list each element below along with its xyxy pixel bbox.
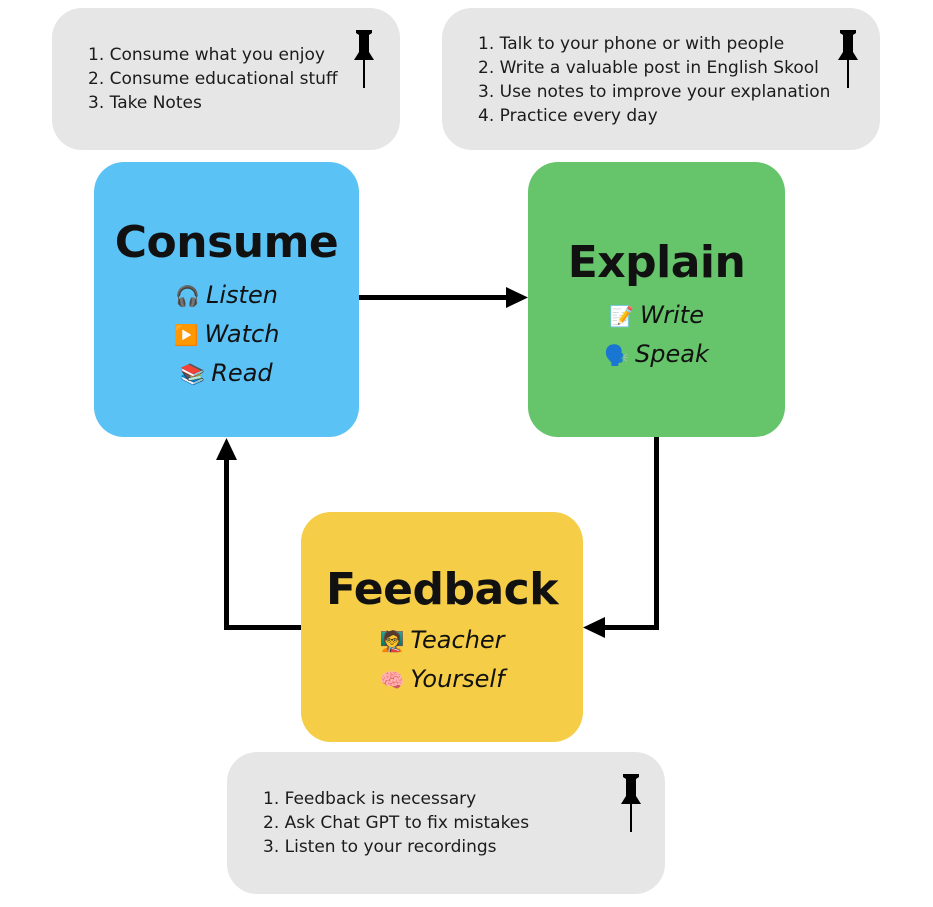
consume-item-watch: ▶️Watch xyxy=(173,320,280,348)
consume-note-item: 3. Take Notes xyxy=(88,93,202,113)
headphones-icon: 🎧 xyxy=(175,284,200,308)
consume-note-item: 2. Consume educational stuff xyxy=(88,69,338,89)
speaking-head-icon: 🗣️ xyxy=(604,343,630,367)
explain-item-write: 📝Write xyxy=(609,301,704,329)
brain-icon: 🧠 xyxy=(379,668,405,692)
books-icon: 📚 xyxy=(180,362,206,386)
explain-note-list: 1. Talk to your phone or with people 2. … xyxy=(478,32,830,128)
feedback-note-item: 1. Feedback is necessary xyxy=(263,789,477,809)
pushpin-icon xyxy=(621,774,641,832)
play-button-icon: ▶️ xyxy=(173,323,199,347)
explain-note: 1. Talk to your phone or with people 2. … xyxy=(442,8,880,150)
feedback-note-list: 1. Feedback is necessary 2. Ask Chat GPT… xyxy=(263,787,529,859)
explain-item-speak: 🗣️Speak xyxy=(604,340,709,368)
feedback-item-teacher: 🧑‍🏫Teacher xyxy=(379,626,505,654)
feedback-box: Feedback 🧑‍🏫Teacher 🧠Yourself xyxy=(301,512,583,742)
memo-icon: 📝 xyxy=(609,304,634,328)
consume-item-listen: 🎧Listen xyxy=(175,281,278,309)
consume-box: Consume 🎧Listen ▶️Watch 📚Read xyxy=(94,162,359,437)
explain-note-item: 1. Talk to your phone or with people xyxy=(478,34,785,54)
pushpin-icon xyxy=(838,30,858,88)
explain-note-item: 3. Use notes to improve your explanation xyxy=(478,82,831,102)
feedback-item-yourself: 🧠Yourself xyxy=(379,665,505,693)
feedback-note-item: 2. Ask Chat GPT to fix mistakes xyxy=(263,813,530,833)
consume-note-item: 1. Consume what you enjoy xyxy=(88,45,325,65)
consume-note-list: 1. Consume what you enjoy 2. Consume edu… xyxy=(88,43,338,115)
consume-item-read: 📚Read xyxy=(180,359,273,387)
explain-title: Explain xyxy=(567,237,746,288)
explain-note-item: 4. Practice every day xyxy=(478,106,658,126)
consume-note: 1. Consume what you enjoy 2. Consume edu… xyxy=(52,8,400,150)
feedback-title: Feedback xyxy=(326,564,558,615)
arrow-explain-to-feedback xyxy=(583,437,659,638)
pushpin-icon xyxy=(354,30,374,88)
teacher-icon: 🧑‍🏫 xyxy=(379,629,405,653)
feedback-note-item: 3. Listen to your recordings xyxy=(263,837,497,857)
consume-title: Consume xyxy=(114,217,339,268)
arrow-consume-to-explain xyxy=(358,287,528,308)
arrow-feedback-to-consume xyxy=(216,438,302,630)
explain-box: Explain 📝Write 🗣️Speak xyxy=(528,162,785,437)
feedback-note: 1. Feedback is necessary 2. Ask Chat GPT… xyxy=(227,752,665,894)
explain-note-item: 2. Write a valuable post in English Skoo… xyxy=(478,58,819,78)
